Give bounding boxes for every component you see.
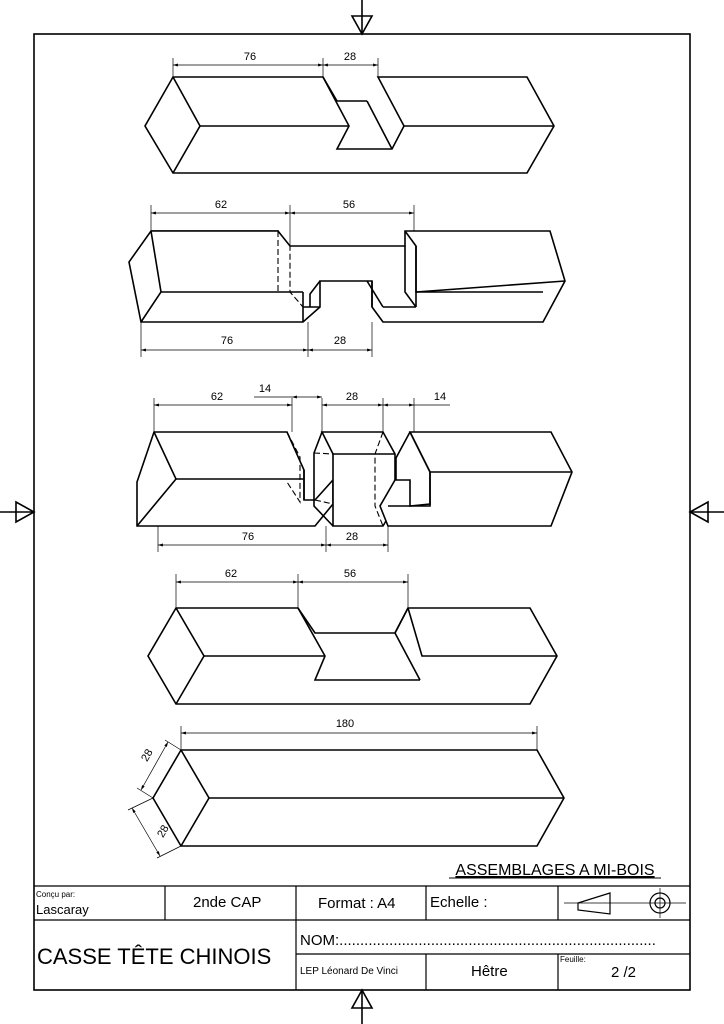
- view-3-piece-left: [136, 431, 334, 527]
- dim-28: 28: [344, 51, 356, 63]
- view-4-dimensions: 62 56: [175, 568, 409, 608]
- centering-mark-top: [350, 0, 374, 36]
- view-3-piece-right: [379, 431, 573, 527]
- view-2-dimensions: 62 56 76 28: [140, 199, 415, 357]
- sheet-number: 2 /2: [611, 964, 637, 981]
- dim-76: 76: [242, 531, 254, 543]
- centering-mark-left: [0, 500, 36, 524]
- view-4-piece: [147, 607, 558, 705]
- school-label: LEP Léonard De Vinci: [300, 966, 399, 977]
- class-label: 2nde CAP: [193, 894, 262, 911]
- dim-28-top: 28: [139, 747, 156, 764]
- dim-56: 56: [343, 199, 355, 211]
- designed-by-label: Conçu par:: [36, 890, 76, 899]
- dim-28-bottom: 28: [155, 823, 172, 840]
- dim-28: 28: [346, 391, 358, 403]
- part-title: CASSE TÊTE CHINOIS: [37, 944, 272, 969]
- view-5-dimensions: 180 28 28: [127, 718, 538, 859]
- dim-76: 76: [244, 51, 256, 63]
- view-5-piece: [152, 749, 565, 847]
- dim-76: 76: [221, 335, 233, 347]
- material-label: Hêtre: [471, 963, 508, 980]
- dim-180: 180: [336, 718, 354, 730]
- dim-28: 28: [334, 335, 346, 347]
- view-3-piece-middle: [313, 431, 396, 527]
- view-2-piece: [128, 230, 566, 323]
- format-label: Format : A4: [318, 895, 396, 912]
- dim-62: 62: [211, 391, 223, 403]
- dim-62: 62: [225, 568, 237, 580]
- centering-mark-bottom: [350, 988, 374, 1024]
- designed-by-value: Lascaray: [36, 902, 89, 917]
- drawing-title: ASSEMBLAGES A MI-BOIS: [455, 862, 654, 879]
- projection-symbol: [564, 888, 686, 918]
- view-1-piece: [144, 76, 555, 174]
- centering-mark-right: [688, 500, 724, 524]
- dim-14: 14: [259, 383, 271, 395]
- scale-label: Echelle :: [430, 894, 488, 911]
- view-1-dimensions: 76 28: [172, 51, 379, 77]
- view-3-dimensions: 62 14 28 14 76 28: [153, 383, 450, 552]
- dim-56: 56: [344, 568, 356, 580]
- dim-62: 62: [215, 199, 227, 211]
- dim-28: 28: [346, 531, 358, 543]
- dim-14: 14: [434, 391, 446, 403]
- name-field: NOM:....................................…: [300, 932, 656, 949]
- sheet-label: Feuille:: [560, 955, 586, 964]
- title-block-grid: [34, 885, 690, 990]
